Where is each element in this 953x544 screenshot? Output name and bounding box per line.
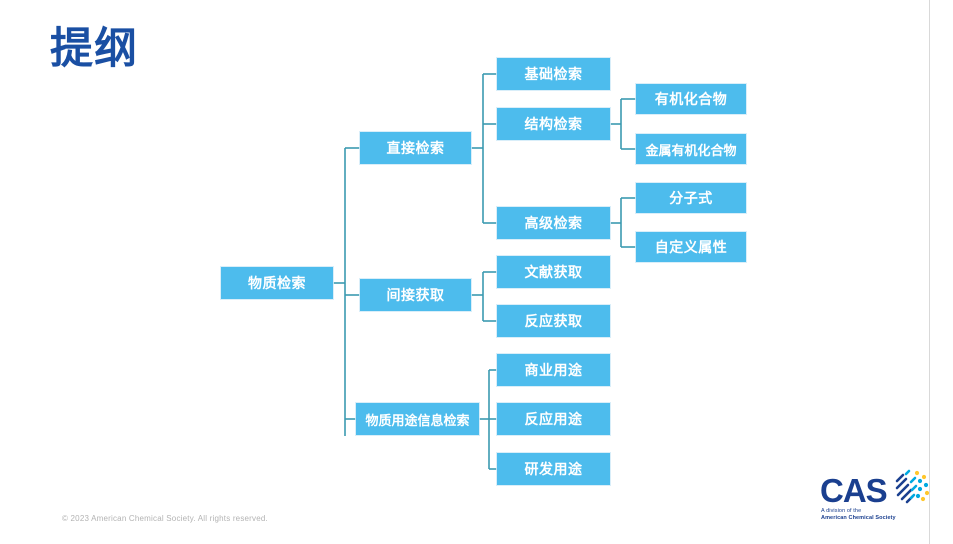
node-label: 金属有机化合物 <box>645 142 737 158</box>
node-label: 高级检索 <box>524 215 583 231</box>
node-custom-property[interactable]: 自定义属性 <box>636 232 746 262</box>
node-label: 反应用途 <box>524 411 583 427</box>
node-advanced-search[interactable]: 高级检索 <box>497 207 610 239</box>
flowchart-connectors <box>333 73 636 470</box>
flowchart: 物质检索 直接检索 间接获取 物质用途信息检索 基础检索 结构检索 高级检索 有… <box>221 58 746 485</box>
node-molecular-formula[interactable]: 分子式 <box>636 183 746 213</box>
node-indirect-acquire[interactable]: 间接获取 <box>360 279 471 311</box>
node-root[interactable]: 物质检索 <box>221 267 333 299</box>
node-rnd-use[interactable]: 研发用途 <box>497 453 610 485</box>
node-label: 结构检索 <box>524 116 583 132</box>
node-label: 有机化合物 <box>654 91 728 107</box>
outer-margin <box>930 0 953 544</box>
node-commercial-use[interactable]: 商业用途 <box>497 354 610 386</box>
node-label: 反应获取 <box>524 313 583 329</box>
page-title: 提纲 <box>50 25 138 73</box>
node-direct-search[interactable]: 直接检索 <box>360 132 471 164</box>
slide-canvas: 提纲 <box>50 25 929 523</box>
node-usage-info-search[interactable]: 物质用途信息检索 <box>356 403 479 435</box>
node-label: 分子式 <box>669 190 713 206</box>
cas-logo: CAS A division of the American Chemical … <box>820 469 929 522</box>
node-label: 基础检索 <box>524 66 583 82</box>
node-organometallic-compound[interactable]: 金属有机化合物 <box>636 134 746 164</box>
node-label: 物质检索 <box>248 275 306 291</box>
copyright-text: © 2023 American Chemical Society. All ri… <box>62 514 268 523</box>
cas-tagline: A division of the American Chemical Soci… <box>821 508 896 522</box>
node-reaction-use[interactable]: 反应用途 <box>497 403 610 435</box>
node-label: 自定义属性 <box>654 239 728 255</box>
node-literature-acquire[interactable]: 文献获取 <box>497 256 610 288</box>
node-basic-search[interactable]: 基础检索 <box>497 58 610 90</box>
node-structure-search[interactable]: 结构检索 <box>497 108 610 140</box>
node-label: 物质用途信息检索 <box>365 412 470 428</box>
cas-tagline-line1: A division of the <box>821 508 862 514</box>
node-label: 间接获取 <box>386 287 445 303</box>
node-organic-compound[interactable]: 有机化合物 <box>636 84 746 114</box>
cas-hexagon-mark-icon <box>895 469 929 504</box>
node-reaction-acquire[interactable]: 反应获取 <box>497 305 610 337</box>
node-label: 研发用途 <box>524 461 583 477</box>
cas-wordmark: CAS <box>820 472 888 509</box>
node-label: 文献获取 <box>524 264 583 280</box>
node-label: 直接检索 <box>386 140 445 156</box>
node-label: 商业用途 <box>524 362 583 378</box>
cas-tagline-line2: American Chemical Society <box>821 515 896 521</box>
slide-right-border <box>929 0 930 544</box>
